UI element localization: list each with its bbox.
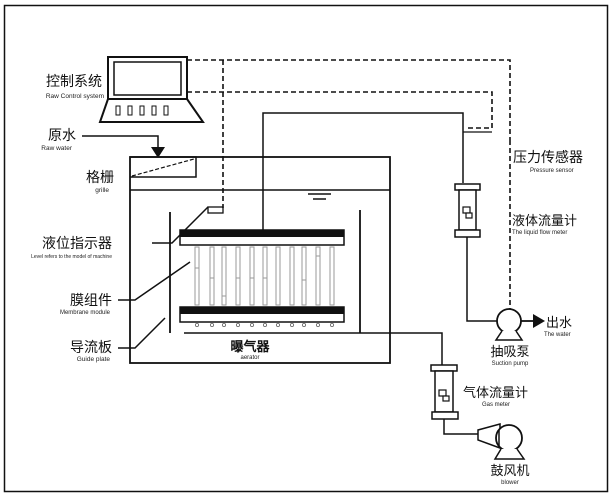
- aerator-bubble: [249, 322, 254, 327]
- membrane-leader: [118, 261, 191, 301]
- suction-pump-label: 抽吸泵: [490, 345, 529, 360]
- gas-meter-label: 气体流量计: [463, 385, 528, 401]
- aerator-bubble: [275, 322, 280, 327]
- membrane-fiber: [301, 246, 307, 306]
- suction-pump-sublabel: Suction pump: [492, 361, 529, 367]
- aerator-bubble: [194, 322, 199, 327]
- aerator-bubble: [235, 322, 240, 327]
- raw-water-sublabel: Raw water: [41, 145, 73, 152]
- membrane-fiber: [221, 246, 227, 306]
- aerator-bubble: [221, 322, 226, 327]
- aerator-icon: [194, 322, 334, 327]
- guide-plate-leader: [118, 317, 166, 349]
- aerator-bubble: [301, 322, 306, 327]
- grille-sublabel: grille: [95, 187, 109, 194]
- membrane-fiber: [249, 246, 255, 306]
- membrane-fiber: [235, 246, 241, 306]
- blower-icon: [477, 423, 526, 460]
- tank: [129, 156, 391, 364]
- laptop-icon: [98, 56, 205, 123]
- membrane-fiber: [289, 246, 295, 306]
- level-indicator-leader: [152, 206, 209, 244]
- guide-plate-label: 导流板: [70, 340, 112, 356]
- aerator-bubble: [329, 322, 334, 327]
- blower-sublabel: blower: [501, 480, 519, 486]
- level-indicator-label: 液位指示器: [42, 236, 112, 252]
- pressure-sensor-sublabel: Pressure sensor: [530, 168, 574, 174]
- control-signal-lines: [187, 59, 511, 310]
- water-level-icon: [308, 193, 331, 200]
- raw-water-pipe: [82, 135, 159, 148]
- pump-inlet-pipe: [466, 237, 497, 322]
- gas-meter-icon: [430, 364, 459, 420]
- liquid-flow-meter-sublabel: The liquid flow meter: [512, 230, 567, 236]
- membrane-module-sublabel: Membrane module: [60, 310, 111, 316]
- suction-pump-icon: [494, 308, 524, 341]
- pressure-sensor-label: 压力传感器: [513, 149, 583, 166]
- outer-frame: [3, 4, 609, 493]
- membrane-fiber: [329, 246, 335, 306]
- membrane-fiber: [262, 246, 268, 306]
- control-system-sublabel: Raw Control system: [46, 93, 104, 100]
- grille-icon: [130, 156, 197, 178]
- inflow-arrow-icon: [151, 147, 165, 158]
- aerator-label: 曝气器: [230, 339, 270, 355]
- outlet-water-label: 出水: [546, 316, 572, 331]
- membrane-fiber: [194, 246, 200, 306]
- control-system-label: 控制系统: [46, 74, 102, 90]
- aerator-bubble: [262, 322, 267, 327]
- membrane-module: [179, 229, 345, 323]
- liquid-flow-meter-label: 液体流量计: [512, 214, 577, 229]
- blower-label: 鼓风机: [490, 464, 529, 479]
- outlet-water-sublabel: The water: [544, 332, 571, 338]
- level-indicator-sublabel: Level refers to the model of machine: [31, 254, 112, 260]
- membrane-fiber: [209, 246, 215, 306]
- guide-plate-sublabel: Guide plate: [77, 356, 111, 363]
- blower-outlet-pipe: [443, 419, 478, 435]
- membrane-module-label: 膜组件: [70, 293, 112, 309]
- liquid-flow-meter-icon: [454, 183, 481, 238]
- gas-meter-sublabel: Gas meter: [482, 402, 510, 408]
- aerator-bubble: [315, 322, 320, 327]
- aerator-sublabel: aerator: [240, 355, 259, 361]
- grille-label: 格栅: [86, 170, 114, 186]
- permeate-pipe: [262, 112, 464, 230]
- aerator-bubble: [209, 322, 214, 327]
- outlet-arrow-icon: [533, 314, 545, 328]
- air-pipe: [184, 332, 443, 365]
- level-indicator-icon: [207, 206, 224, 214]
- membrane-fiber: [315, 246, 321, 306]
- aerator-bubble: [289, 322, 294, 327]
- raw-water-label: 原水: [48, 128, 76, 144]
- membrane-fiber: [275, 246, 281, 306]
